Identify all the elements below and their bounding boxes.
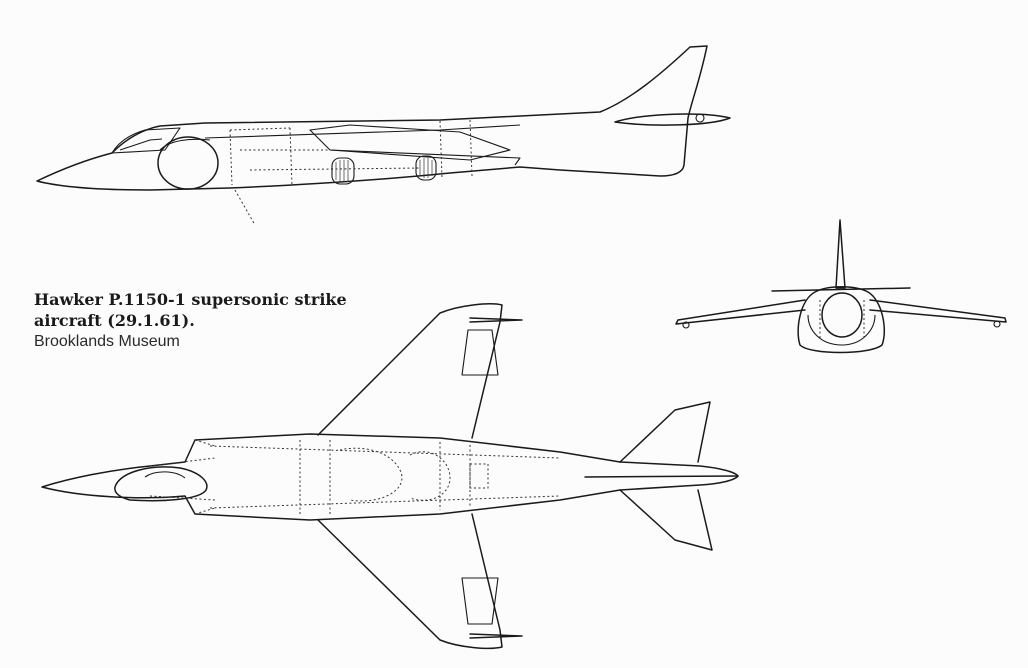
side-fuselage-outline — [36, 45, 708, 191]
plan-canopy — [114, 466, 208, 502]
front-canopy — [821, 292, 863, 338]
side-elevation-view — [36, 45, 731, 226]
side-tailplane — [614, 113, 731, 126]
figure-caption: Hawker P.1150-1 supersonic strike aircra… — [34, 289, 374, 352]
side-front-nozzle — [331, 157, 355, 185]
front-wing-right — [869, 299, 1007, 323]
front-fuselage — [797, 286, 886, 354]
caption-title-line-2: aircraft (29.1.61). — [34, 311, 195, 330]
front-wing-left — [675, 299, 806, 325]
front-elevation-view — [675, 219, 1007, 354]
plan-wing-lower — [317, 513, 503, 650]
side-rear-nozzle — [415, 155, 437, 181]
caption-credit: Brooklands Museum — [34, 333, 180, 350]
caption-title-line-1: Hawker P.1150-1 supersonic strike — [34, 290, 347, 309]
plan-view — [41, 303, 739, 650]
side-canopy — [111, 127, 181, 154]
plan-tail-lower — [619, 489, 713, 551]
side-intake — [157, 136, 219, 190]
front-fin — [835, 219, 846, 289]
plan-wing-upper — [317, 303, 503, 439]
plan-tail-upper — [619, 401, 711, 463]
